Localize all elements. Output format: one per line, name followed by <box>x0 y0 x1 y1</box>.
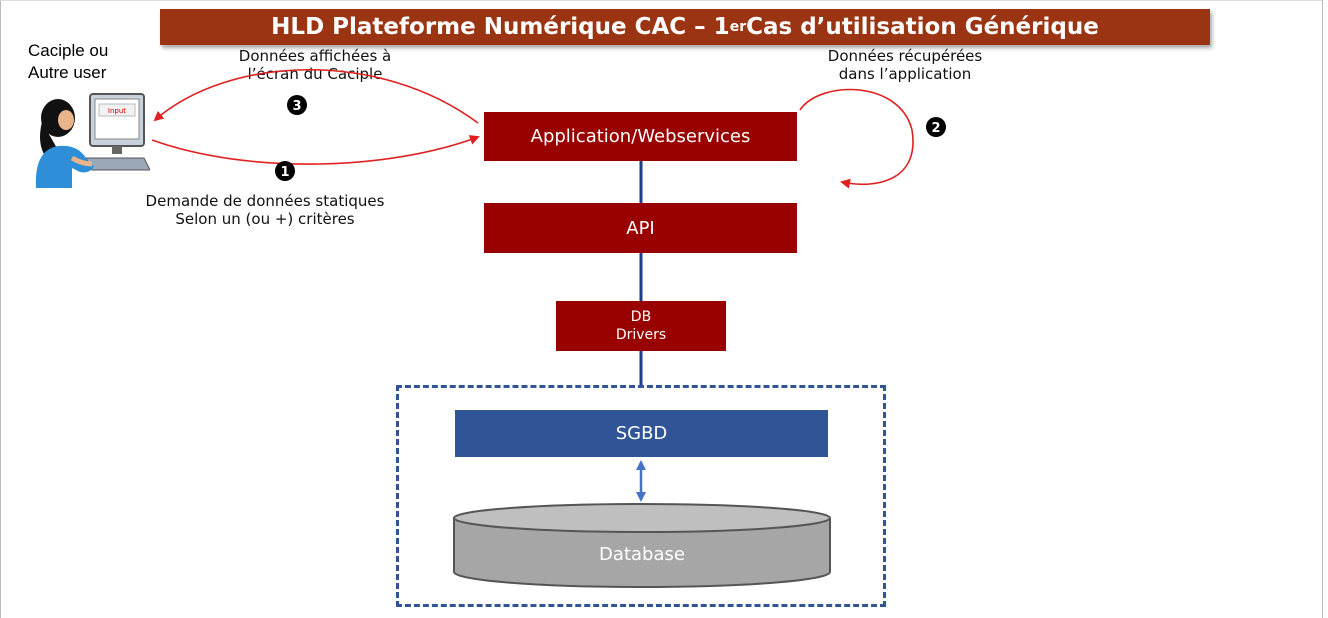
database-cylinder <box>453 503 831 588</box>
step2-line2: dans l’application <box>838 65 972 83</box>
db-drivers-line2: Drivers <box>615 327 667 343</box>
arrow-step1 <box>151 135 480 165</box>
step3-line1: Données affichées à <box>238 47 392 65</box>
title-rest: Cas d’utilisation Générique <box>746 14 1099 40</box>
db-drivers-box: DB Drivers <box>556 301 726 351</box>
step2-badge: 2 <box>926 117 946 137</box>
step1-number: 1 <box>280 165 289 180</box>
step1-annotation: Demande de données statiques Selon un (o… <box>100 192 430 228</box>
user-label: Caciple ou Autre user <box>28 40 108 84</box>
sgbd-label: SGBD <box>615 423 668 444</box>
title-main: HLD Plateforme Numérique CAC – 1 <box>271 14 730 40</box>
screen-input-text: Input <box>108 107 126 115</box>
right-border-line <box>1322 0 1323 618</box>
title-superscript: er <box>729 19 747 35</box>
database-layer-frame <box>396 385 886 607</box>
db-drivers-line1: DB <box>630 309 652 325</box>
left-border-line <box>0 0 1 618</box>
api-box: API <box>484 203 797 253</box>
user-label-line2: Autre user <box>28 63 107 82</box>
step3-number: 3 <box>292 99 301 114</box>
step2-line1: Données récupérées <box>827 47 983 65</box>
step2-annotation: Données récupérées dans l’application <box>790 47 1020 83</box>
step1-line2: Selon un (ou +) critères <box>175 210 355 228</box>
step1-badge: 1 <box>275 161 295 181</box>
user-label-line1: Caciple ou <box>28 41 109 60</box>
step3-line2: l’écran du Caciple <box>247 65 383 83</box>
arrow-step2-loop <box>799 88 914 189</box>
sgbd-box: SGBD <box>455 410 828 457</box>
user-computer-icon: Input <box>35 93 150 188</box>
step2-number: 2 <box>931 121 940 136</box>
step3-badge: 3 <box>287 95 307 115</box>
application-webservices-label: Application/Webservices <box>530 126 751 147</box>
step3-annotation: Données affichées à l’écran du Caciple <box>210 47 420 83</box>
database-label: Database <box>599 544 685 565</box>
top-border-line <box>0 0 1322 1</box>
step1-line1: Demande de données statiques <box>145 192 385 210</box>
api-label: API <box>626 217 655 239</box>
arrow-step3 <box>153 68 479 124</box>
application-webservices-box: Application/Webservices <box>484 112 797 161</box>
